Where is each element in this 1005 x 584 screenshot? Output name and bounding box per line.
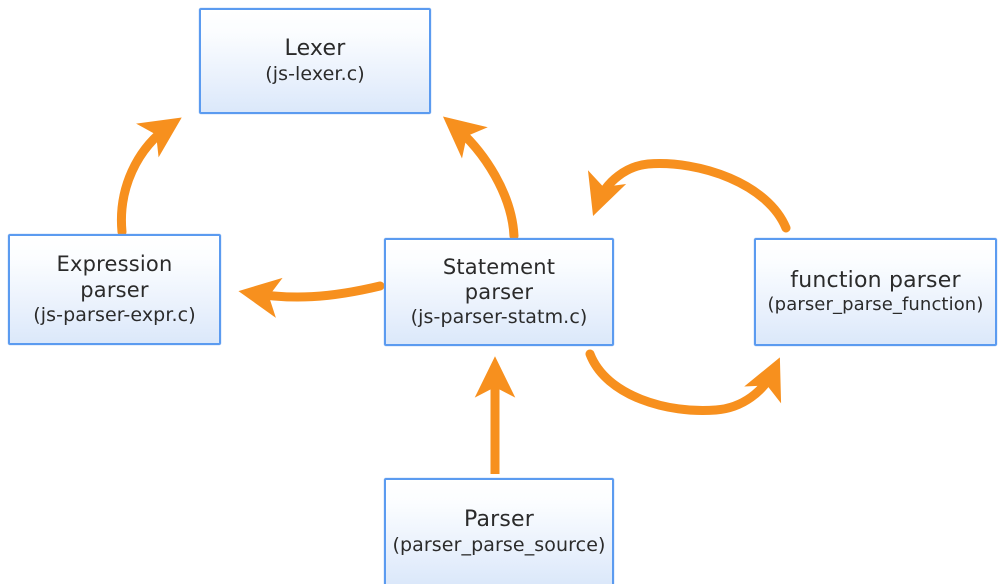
node-parser[interactable]: Parser (parser_parse_source) xyxy=(384,478,614,584)
edge-statement-to-expression xyxy=(238,277,385,318)
node-statement-parser[interactable]: Statement parser (js-parser-statm.c) xyxy=(384,238,614,346)
node-parser-subtitle: (parser_parse_source) xyxy=(392,533,606,556)
edge-expression-to-lexer xyxy=(116,117,182,237)
node-function-parser-subtitle: (parser_parse_function) xyxy=(767,294,984,316)
node-lexer-title: Lexer xyxy=(284,36,346,61)
node-lexer[interactable]: Lexer (js-lexer.c) xyxy=(199,8,431,114)
node-statement-parser-title: Statement parser xyxy=(442,254,556,305)
node-expression-parser-subtitle: (js-parser-expr.c) xyxy=(33,303,196,326)
node-parser-title: Parser xyxy=(463,507,535,532)
edge-statement-to-lexer xyxy=(442,116,519,241)
node-function-parser[interactable]: function parser (parser_parse_function) xyxy=(754,238,997,346)
node-lexer-subtitle: (js-lexer.c) xyxy=(265,62,365,85)
edge-function-to-statement xyxy=(587,159,791,233)
edge-statement-to-function xyxy=(585,349,782,416)
node-function-parser-title: function parser xyxy=(790,267,961,293)
node-statement-parser-subtitle: (js-parser-statm.c) xyxy=(410,306,588,329)
node-expression-parser-title: Expression parser xyxy=(56,252,173,302)
node-expression-parser[interactable]: Expression parser (js-parser-expr.c) xyxy=(8,234,221,345)
